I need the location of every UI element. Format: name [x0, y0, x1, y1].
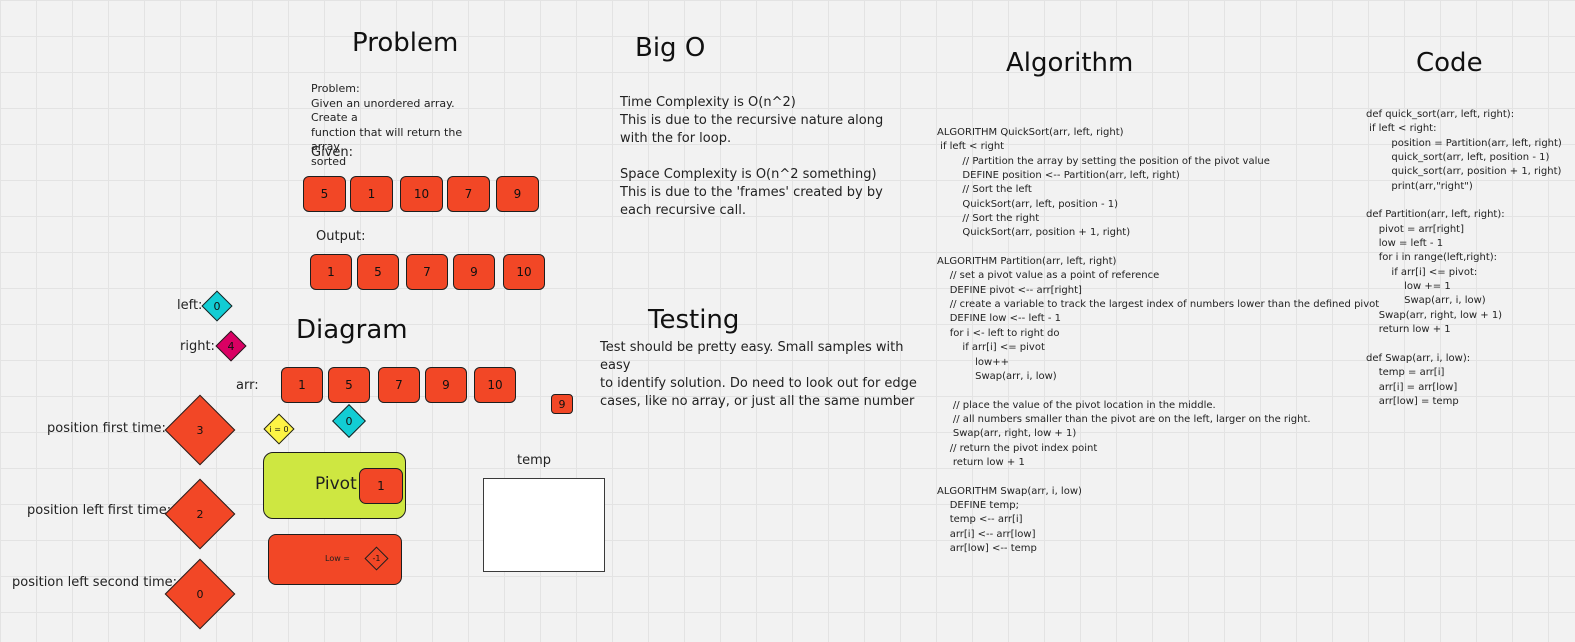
index-marker-value: 0 — [345, 414, 353, 428]
big-o-line: each recursive call. — [620, 203, 746, 218]
big-o-line: This is due to the recursive nature alon… — [620, 113, 884, 128]
problem-line: Problem: — [311, 82, 360, 95]
diagram-heading: Diagram — [296, 315, 408, 345]
position-left-second-label: position left second time: — [12, 575, 178, 590]
algorithm-pseudocode: ALGORITHM QuickSort(arr, left, right) if… — [937, 127, 1380, 554]
given-array-item: 9 — [496, 176, 539, 212]
given-array-item: 1 — [350, 176, 393, 212]
big-o-line: Space Complexity is O(n^2 something) — [620, 167, 877, 182]
loose-value-box: 9 — [551, 394, 573, 414]
output-label: Output: — [316, 229, 366, 244]
temp-box — [483, 478, 605, 572]
testing-line: cases, like no array, or just all the sa… — [600, 394, 915, 409]
arr-item: 5 — [328, 367, 370, 403]
left-label: left: — [177, 298, 203, 313]
given-label: Given: — [311, 145, 353, 160]
output-array-item: 9 — [453, 254, 495, 290]
arr-label: arr: — [236, 378, 259, 393]
big-o-line: with the for loop. — [620, 131, 732, 146]
position-left-first-label: position left first time: — [27, 503, 172, 518]
arr-item: 7 — [378, 367, 420, 403]
left-value: 0 — [213, 299, 221, 313]
pivot-label: Pivot — [315, 474, 357, 494]
low-box: Low = -1 — [268, 534, 402, 585]
i-marker-text: i = 0 — [269, 424, 289, 434]
big-o-line: Time Complexity is O(n^2) — [620, 95, 796, 110]
problem-line: Given an unordered array. Create a — [311, 96, 455, 125]
position-first-value: 3 — [196, 423, 204, 437]
testing-description: Test should be pretty easy. Small sample… — [600, 339, 930, 411]
arr-item: 9 — [425, 367, 467, 403]
given-array-item: 5 — [303, 176, 346, 212]
given-array-item: 10 — [400, 176, 443, 212]
big-o-line: This is due to the 'frames' created by b… — [620, 185, 883, 200]
problem-line: function that will return the array — [311, 125, 463, 154]
big-o-description: Time Complexity is O(n^2) This is due to… — [620, 94, 890, 220]
given-array-item: 7 — [447, 176, 490, 212]
output-array-item: 5 — [357, 254, 399, 290]
algorithm-heading: Algorithm — [1006, 48, 1134, 78]
problem-line: sorted — [311, 154, 347, 168]
output-array-item: 10 — [503, 254, 545, 290]
low-label: Low = — [325, 554, 350, 563]
code-heading: Code — [1416, 48, 1483, 78]
arr-item: 10 — [474, 367, 516, 403]
problem-heading: Problem — [352, 28, 459, 58]
problem-description: Problem: Given an unordered array. Creat… — [311, 82, 486, 169]
arr-item: 1 — [281, 367, 323, 403]
big-o-heading: Big O — [635, 33, 706, 63]
pivot-box: Pivot 1 — [263, 452, 406, 519]
testing-line: to identify solution. Do need to look ou… — [600, 376, 917, 391]
position-left-second-value: 0 — [196, 587, 204, 601]
testing-heading: Testing — [648, 305, 740, 335]
big-o-line — [620, 148, 890, 166]
right-label: right: — [180, 339, 215, 354]
pivot-value-box: 1 — [359, 468, 403, 504]
output-array-item: 7 — [406, 254, 448, 290]
testing-line: Test should be pretty easy. Small sample… — [600, 340, 904, 373]
output-array-item: 1 — [310, 254, 352, 290]
right-value: 4 — [227, 339, 235, 353]
temp-label: temp — [517, 453, 552, 468]
low-value: -1 — [372, 554, 381, 563]
position-left-first-value: 2 — [196, 507, 204, 521]
position-first-label: position first time: — [47, 421, 166, 436]
python-code: def quick_sort(arr, left, right): if lef… — [1366, 109, 1562, 407]
